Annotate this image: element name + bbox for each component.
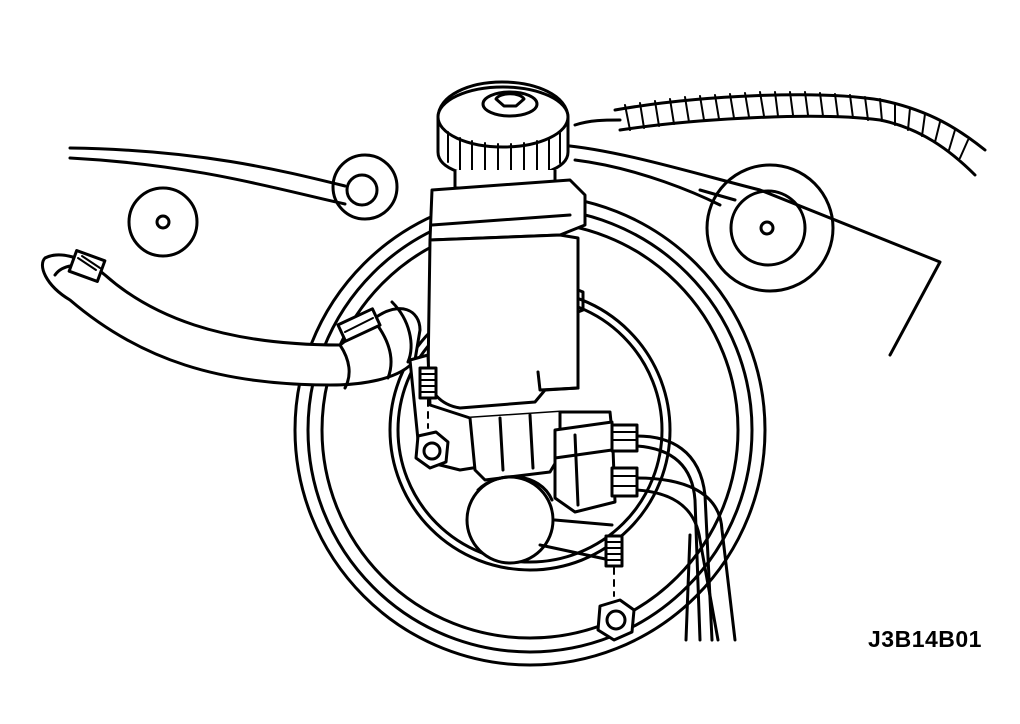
mounting-studs-nuts xyxy=(414,366,636,642)
figure-code-label: J3B14B01 xyxy=(868,626,982,652)
wiring-conduit xyxy=(573,91,987,177)
fluid-reservoir xyxy=(426,170,587,410)
brake-lines xyxy=(635,434,737,642)
body-panel xyxy=(68,143,942,357)
master-cylinder xyxy=(408,353,639,565)
reservoir-cap xyxy=(436,80,570,180)
vacuum-hose xyxy=(40,249,422,390)
